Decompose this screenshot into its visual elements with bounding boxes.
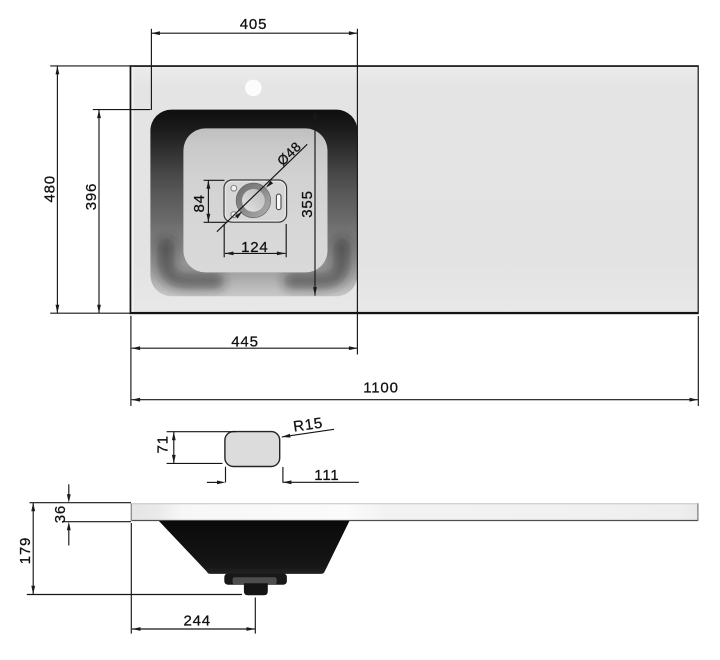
svg-text:480: 480 bbox=[42, 175, 59, 202]
svg-text:71: 71 bbox=[155, 435, 172, 453]
svg-text:244: 244 bbox=[183, 612, 210, 629]
svg-text:R15: R15 bbox=[292, 415, 324, 436]
svg-text:355: 355 bbox=[299, 190, 316, 217]
svg-text:111: 111 bbox=[314, 467, 339, 484]
svg-text:445: 445 bbox=[231, 334, 258, 351]
svg-text:36: 36 bbox=[52, 505, 69, 523]
svg-text:124: 124 bbox=[241, 239, 268, 256]
svg-text:84: 84 bbox=[191, 194, 208, 212]
svg-text:1100: 1100 bbox=[363, 380, 398, 397]
svg-text:396: 396 bbox=[83, 183, 100, 210]
svg-text:179: 179 bbox=[17, 537, 34, 564]
svg-text:405: 405 bbox=[240, 16, 267, 33]
